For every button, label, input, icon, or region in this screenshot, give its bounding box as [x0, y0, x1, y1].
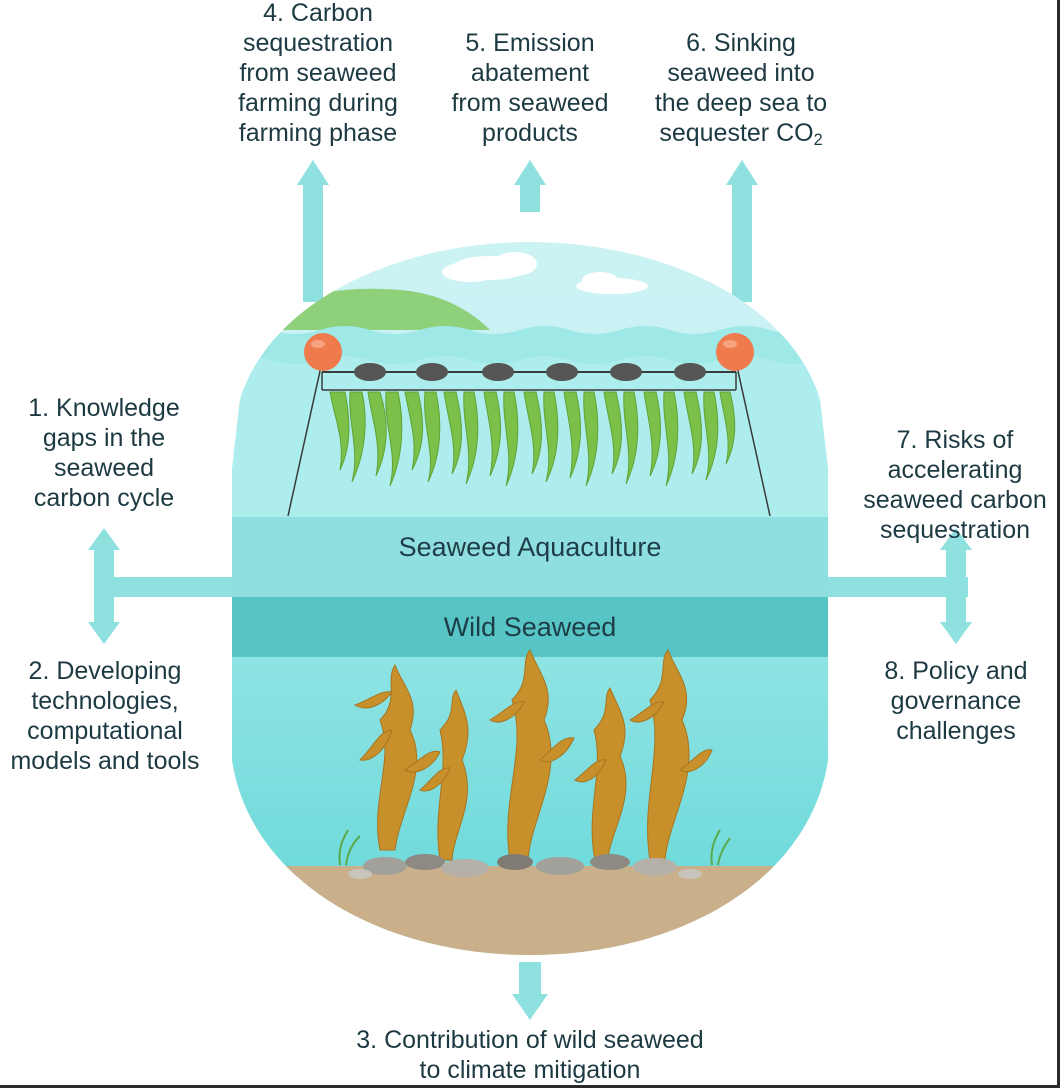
ocean-scene	[232, 242, 828, 955]
arrow-up-4	[297, 160, 329, 302]
rocks	[348, 854, 702, 879]
wild-band	[232, 597, 828, 657]
cloud-icon	[442, 252, 648, 294]
label-4-carbon-sequestration: 4. Carbon sequestration from seaweed far…	[238, 0, 398, 147]
arrow-up-6	[726, 160, 758, 302]
band-label-wild: Wild Seaweed	[443, 612, 617, 642]
wild-kelp	[353, 649, 713, 861]
band-label-aquaculture: Seaweed Aquaculture	[398, 532, 662, 562]
label-1-knowledge-gaps: 1. Knowledge gaps in the seaweed carbon …	[28, 394, 180, 512]
arrow-up-5	[514, 160, 546, 212]
label-6-sinking-seaweed: 6. Sinking seaweed into the deep sea to …	[654, 29, 828, 150]
label-8-policy: 8. Policy and governance challenges	[884, 657, 1028, 745]
small-grass	[338, 829, 731, 866]
arrow-down-3	[512, 962, 548, 1020]
label-2-developing-technologies: 2. Developing technologies, computationa…	[10, 657, 200, 775]
buoy-icons	[304, 333, 754, 371]
sediment-floor	[232, 866, 828, 955]
label-3-wild-contribution: 3. Contribution of wild seaweed to clima…	[356, 1026, 704, 1084]
aquaculture-band	[232, 517, 828, 597]
frame-border-bottom	[0, 1085, 1060, 1088]
farmed-seaweed	[329, 391, 736, 487]
frame-border-right	[1057, 0, 1060, 1088]
label-5-emission-abatement: 5. Emission abatement from seaweed produ…	[451, 29, 609, 147]
float-icons	[354, 363, 706, 381]
label-7-risks: 7. Risks of accelerating seaweed carbon …	[863, 426, 1047, 544]
